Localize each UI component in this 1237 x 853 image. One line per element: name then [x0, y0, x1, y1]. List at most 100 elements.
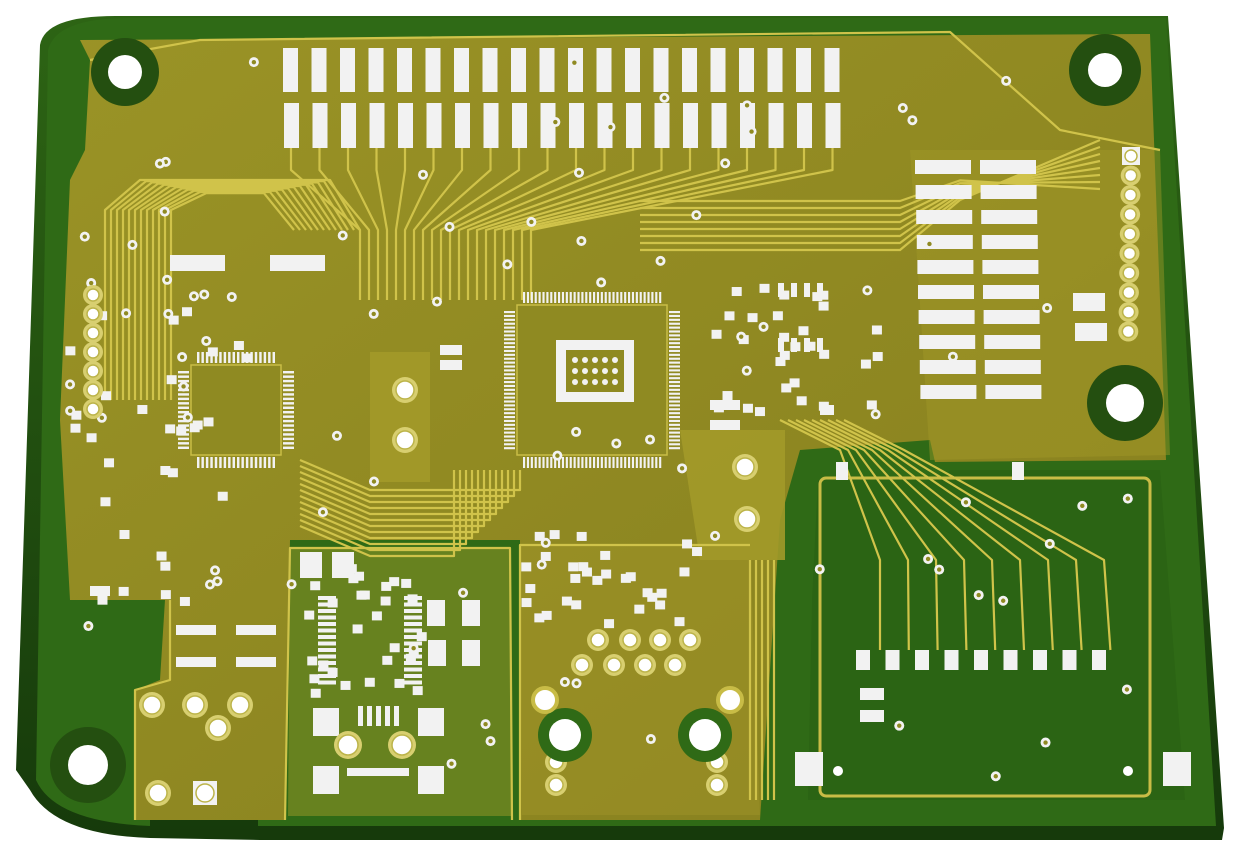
- qfp-pin: [268, 457, 271, 468]
- qfp-pin: [577, 457, 580, 468]
- qfp-pin: [558, 292, 561, 303]
- smd-pad: [647, 592, 658, 602]
- qfp-pin: [228, 457, 231, 468]
- trace: [403, 148, 435, 300]
- th-drill: [86, 402, 100, 416]
- th-drill: [1122, 266, 1136, 280]
- ic-pin: [404, 680, 422, 685]
- smd-pad: [915, 160, 971, 174]
- edge-pad: [626, 103, 641, 148]
- qfp-pin: [573, 292, 576, 303]
- smd-pad: [192, 420, 203, 430]
- th-drill: [86, 345, 100, 359]
- qfp-pin: [201, 352, 204, 363]
- trace: [835, 419, 1083, 651]
- smd-pad: [203, 417, 214, 427]
- smd-pad: [982, 260, 1039, 274]
- qfp-pin: [569, 292, 572, 303]
- qfp-pin: [178, 402, 189, 405]
- smd-part: [270, 255, 325, 271]
- smd-pad: [346, 564, 357, 574]
- smd-pad: [371, 611, 382, 621]
- qfp-pin: [283, 384, 294, 387]
- trace: [640, 166, 1101, 224]
- qfp-pin: [504, 357, 515, 360]
- trace: [133, 600, 172, 820]
- qfp-pin: [504, 419, 515, 423]
- mcu-exposed-pad: [556, 340, 634, 402]
- th-drill: [1122, 246, 1137, 261]
- usb-pin: [367, 706, 372, 726]
- via-hole: [202, 292, 207, 297]
- mounting-hole: [50, 727, 126, 803]
- via-hole: [1000, 598, 1006, 603]
- th-drill: [142, 695, 162, 715]
- mounting-hole: [1087, 365, 1163, 441]
- via-hole: [191, 294, 197, 299]
- via-hole: [164, 277, 170, 282]
- via-hole: [865, 288, 870, 293]
- mounting-holes: [50, 34, 1163, 803]
- edge-pad: [425, 48, 441, 92]
- edge-pad: [512, 103, 527, 148]
- via-hole: [483, 721, 488, 727]
- qfp-pin: [635, 457, 638, 468]
- smd-pad: [601, 569, 612, 579]
- smd-pad: [860, 359, 871, 369]
- qfp-pin: [669, 431, 680, 434]
- trace: [484, 148, 692, 300]
- qfp-pin: [669, 338, 680, 341]
- secondary-qfp: [178, 352, 294, 468]
- qfp-pin: [585, 457, 588, 468]
- smd-pad-array: [915, 160, 1107, 399]
- qfp-pin: [272, 457, 275, 468]
- qfp-pin: [530, 457, 533, 468]
- qfp-pin: [669, 419, 680, 423]
- qfp-pin: [669, 326, 680, 329]
- qfp-pin: [620, 457, 623, 468]
- ic-pin: [318, 680, 336, 685]
- qfp-pin: [283, 402, 294, 405]
- edge-pad: [568, 48, 583, 92]
- trace: [157, 189, 307, 400]
- qfp-pin: [669, 396, 680, 399]
- qfp-pin: [283, 428, 294, 432]
- smd-pad: [682, 539, 693, 549]
- qfp-packages: [178, 292, 680, 468]
- via-hole: [608, 124, 613, 130]
- via-hole: [320, 509, 326, 515]
- ic-pin: [318, 667, 336, 672]
- smd-pad: [242, 353, 253, 363]
- smd-part: [462, 600, 480, 626]
- qfp-pin: [232, 457, 235, 468]
- smd-pad: [984, 360, 1041, 374]
- trace: [299, 470, 510, 504]
- trace: [163, 190, 301, 400]
- trace: [121, 182, 343, 400]
- smd-pad: [655, 600, 666, 610]
- trace: [299, 464, 516, 498]
- qfp-pin: [245, 457, 249, 468]
- qfp-pin: [504, 330, 515, 333]
- via-hole: [434, 299, 440, 304]
- qfp-pin: [581, 457, 584, 468]
- qfp-pin: [283, 379, 294, 383]
- via-hole: [738, 334, 744, 339]
- smd-part: [836, 462, 848, 480]
- qfp-pin: [604, 292, 607, 303]
- qfp-pin: [178, 397, 189, 401]
- th-drill: [735, 457, 755, 477]
- via-hole: [215, 579, 220, 584]
- smd-part: [440, 360, 462, 370]
- via-hole: [1125, 496, 1131, 501]
- edge-pad: [511, 48, 526, 92]
- trace: [412, 148, 464, 300]
- th-drill: [208, 718, 228, 738]
- qfp-pin: [283, 397, 294, 401]
- qfp-pin: [620, 292, 623, 303]
- qfp-pin: [237, 457, 240, 468]
- smd-pad: [534, 531, 545, 541]
- qfp-pin: [538, 292, 541, 303]
- smd-part: [795, 752, 823, 786]
- qfp-pin: [504, 342, 515, 345]
